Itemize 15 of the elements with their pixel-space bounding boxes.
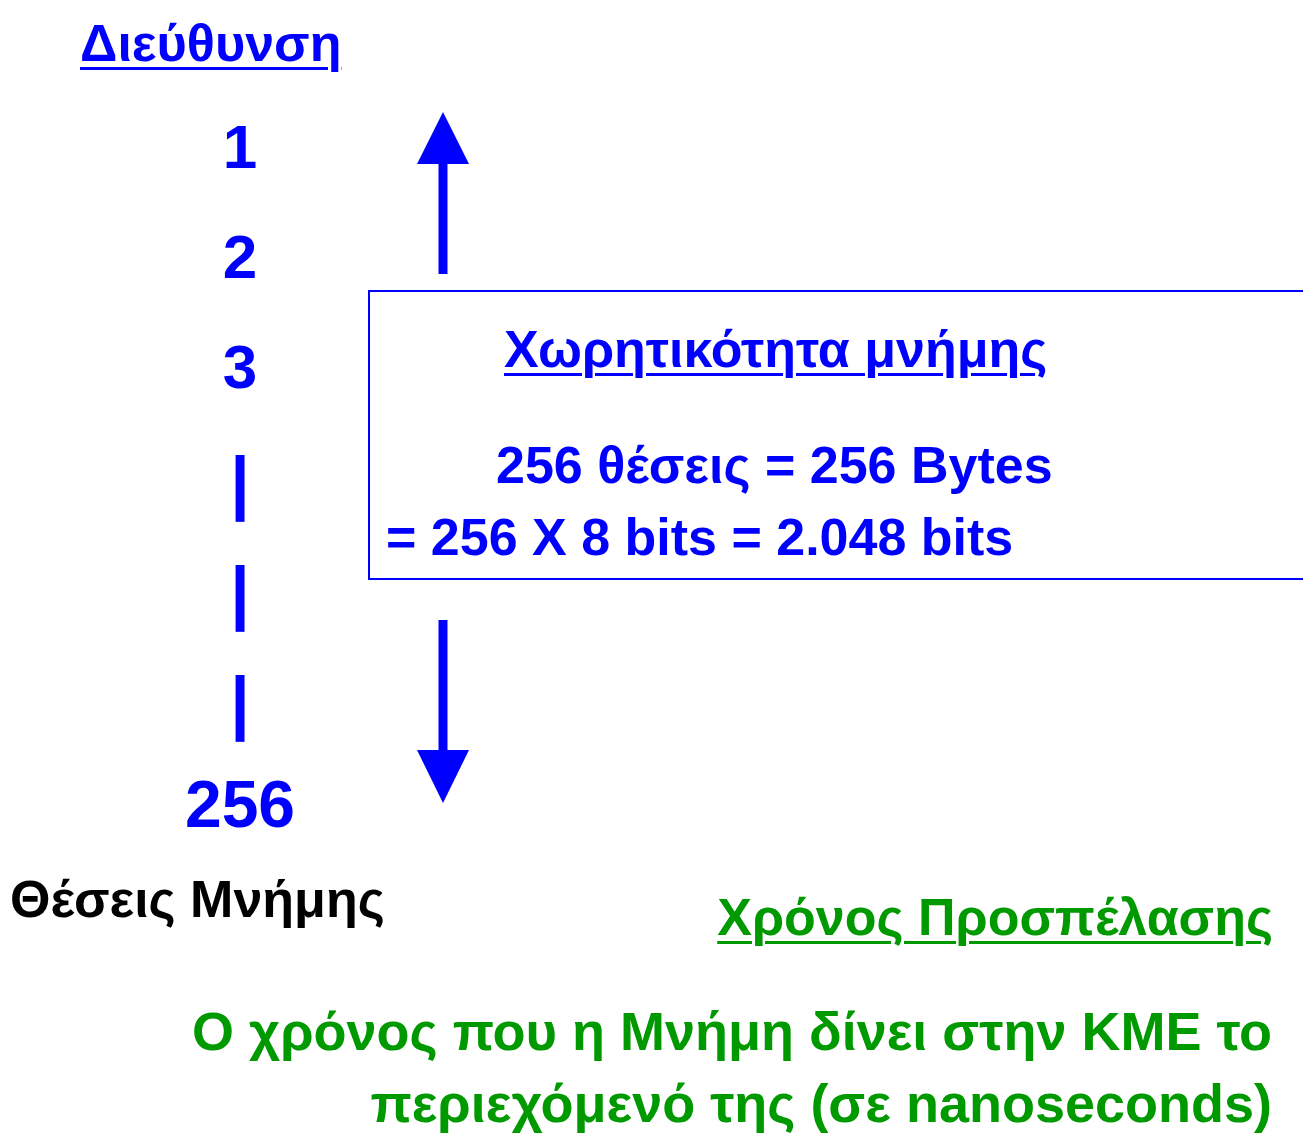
section-heading: Χρόνος Προσπέλασης	[717, 887, 1273, 948]
column-heading: Διεύθυνση	[80, 13, 342, 74]
address-number: 1	[221, 111, 259, 183]
address-number: 2	[221, 221, 259, 293]
axis-caption: Θέσεις Μνήμης	[10, 869, 385, 930]
continuation-mark: |	[229, 552, 251, 634]
continuation-mark: |	[229, 442, 251, 524]
continuation-mark: |	[229, 662, 251, 744]
address-number: 256	[183, 766, 297, 843]
memory-capacity-box	[368, 290, 1303, 580]
address-number: 3	[221, 331, 259, 403]
box-title: Χωρητικότητα μνήμης	[504, 319, 1048, 380]
capacity-text: = 256 X 8 bits = 2.048 bits	[386, 507, 1014, 568]
capacity-text: 256 θέσεις = 256 Bytes	[496, 435, 1053, 496]
definition-text: Ο χρόνος που η Μνήμη δίνει στην ΚΜΕ το περιεχόμενό της (σε nanoseconds)	[191, 1000, 1272, 1135]
